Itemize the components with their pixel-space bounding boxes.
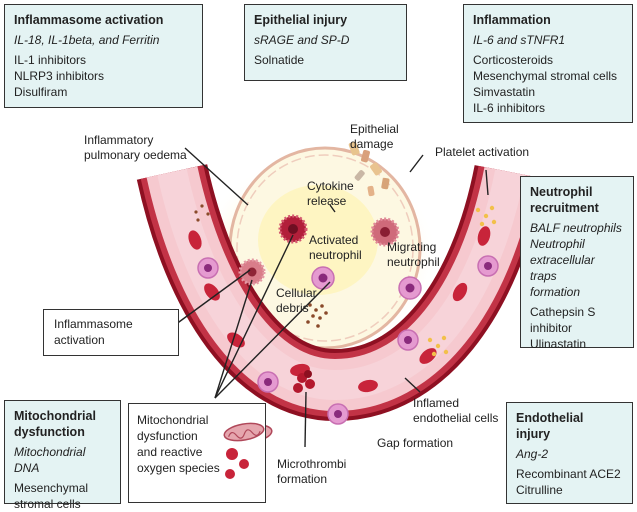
callout-text: oxygen species [137,461,220,475]
therapy-item: Solnatide [254,53,305,67]
activated-neutrophils [238,214,400,286]
inflammasome-callout-box: Inflammasome activation [43,309,179,356]
callout-lines [167,147,489,448]
therapy-item: Ulinastatin [530,337,587,351]
microthrombi [293,370,315,393]
label-epithelial-damage: Epithelial damage [350,122,399,151]
red-blood-cells [188,226,491,393]
inflammation-box: Inflammation IL-6 and sTNFR1 Corticoster… [463,4,633,123]
box-title: Mitochondrial [14,409,96,423]
callout-text: Mitochondrial [137,413,209,427]
neutrophil-recruitment-box: Neutrophil recruitment BALF neutrophils … [520,176,634,351]
neutrophils [197,255,499,425]
therapy-item: Mesenchymal [14,481,89,495]
epithelial-injury-box: Epithelial injury sRAGE and SP-D Solnati… [244,4,407,81]
box-biomarkers: Ang-2 [516,447,549,461]
therapy-item: Recombinant ACE2 [516,467,621,481]
box-title: injury [516,427,551,441]
therapy-item: IL-1 inhibitors [14,53,87,67]
endothelial-injury-box: Endothelial injury Ang-2 Recombinant ACE… [506,402,633,504]
callout-text: and reactive [137,445,203,459]
therapy-item: Simvastatin [473,85,536,99]
therapy-item: stromal cells [14,497,81,511]
label-gap-formation: Gap formation [377,436,454,450]
box-biomarkers: sRAGE and SP-D [254,33,350,47]
label-microthrombi: Microthrombi formation [277,457,347,486]
box-biomarkers: Mitochondrial DNA [14,445,86,475]
therapy-item: Disulfiram [14,85,68,99]
box-title: Inflammasome activation [14,13,164,27]
box-title: recruitment [530,201,599,215]
label-pulmonary-oedema: Inflammatory pulmonary oedema [84,133,187,162]
therapy-item: inhibitor [530,321,573,335]
box-biomarkers: IL-6 and sTNFR1 [473,33,566,47]
label-cellular-debris: Cellular debris [276,286,317,315]
platelets [427,205,497,357]
therapy-item: Cathepsin S [530,305,596,319]
label-activated-neutrophil: Activated neutrophil [309,233,362,262]
therapy-item: Citrulline [516,483,563,497]
box-biomarkers: Neutrophil [530,237,585,251]
box-biomarkers: IL-18, IL-1beta, and Ferritin [14,33,160,47]
box-title: Inflammation [473,13,551,27]
therapy-item: Mesenchymal stromal cells [473,69,618,83]
label-platelet-activation: Platelet activation [435,145,530,159]
therapy-item: Corticosteroids [473,53,554,67]
box-biomarkers: BALF neutrophils [530,221,622,235]
label-cytokine-release: Cytokine release [307,179,354,208]
mito-ros-callout-box: Mitochondrial dysfunction and reactive o… [128,403,266,503]
callout-text: activation [54,333,105,347]
therapy-item: NLRP3 inhibitors [14,69,105,83]
box-biomarkers: formation [530,285,581,299]
cellular-debris [194,204,328,328]
callout-text: Inflammasome [54,317,133,331]
callout-text: dysfunction [137,429,198,443]
epithelial-damage-fragments [348,141,390,197]
label-inflamed-endothelial: Inflamed endothelial cells [413,396,499,425]
box-biomarkers: extracellular traps [530,253,595,283]
mitochondrial-dysfunction-box: Mitochondrial dysfunction Mitochondrial … [4,400,121,511]
box-title: Endothelial [516,411,584,425]
box-title: dysfunction [14,425,85,439]
therapy-item: IL-6 inhibitors [473,101,546,115]
box-title: Epithelial injury [254,13,348,27]
inflammasome-activation-box: Inflammasome activation IL-18, IL-1beta,… [4,4,203,108]
label-migrating-neutrophil: Migrating neutrophil [387,240,440,269]
box-title: Neutrophil [530,185,593,199]
